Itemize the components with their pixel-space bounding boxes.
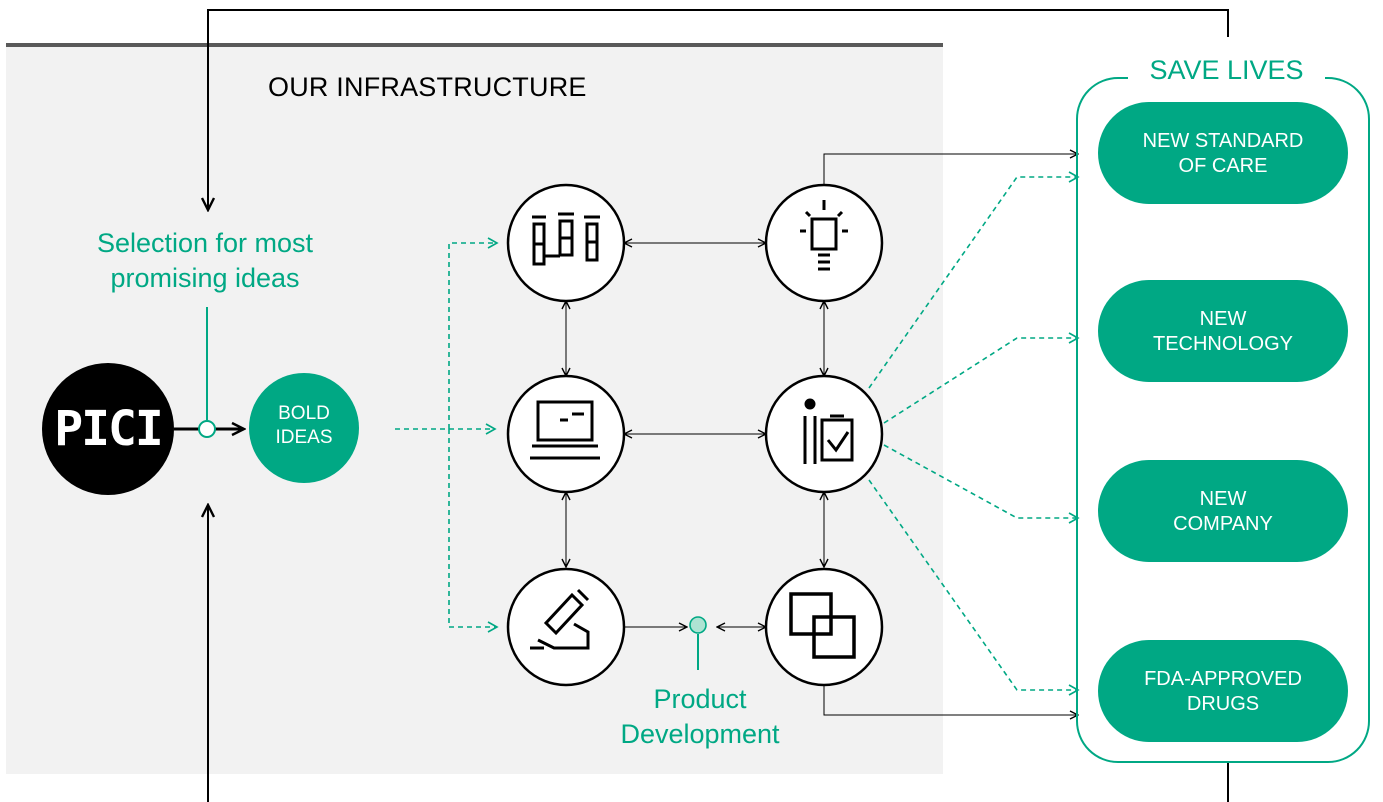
node-test-tubes (506, 183, 626, 303)
node-lightbulb (764, 183, 884, 303)
outcome-line1: NEW (1199, 488, 1247, 510)
node-computer (506, 374, 626, 494)
save-lives-label-box: SAVE LIVES (1128, 37, 1325, 87)
squares-to-fda-drugs (823, 685, 1078, 715)
node-microscope (506, 567, 626, 687)
product-development-node (689, 616, 707, 634)
overlapping-squares-icon (789, 592, 856, 659)
selection-label-line2: promising ideas (110, 263, 300, 293)
outcome-new-company: NEW COMPANY (1098, 460, 1348, 562)
selection-label-line1: Selection for most (96, 228, 314, 258)
node-overlapping-squares (764, 567, 884, 687)
outcome-new-standard-of-care: NEW STANDARD OF CARE (1098, 102, 1348, 204)
clipboard-to-technology (883, 332, 1080, 424)
feedback-loop-top (208, 9, 1229, 210)
save-lives-label: SAVE LIVES (1149, 55, 1304, 85)
outcome-fda-approved-drugs: FDA-APPROVED DRUGS (1098, 640, 1348, 742)
node-person-clipboard (764, 374, 884, 494)
lightbulb-icon (800, 200, 848, 271)
branch-to-microscope (448, 429, 499, 633)
product-development-line2: Development (620, 719, 780, 749)
outcome-line1: FDA-APPROVED (1144, 668, 1302, 690)
product-development-line1: Product (653, 684, 747, 714)
person-clipboard-icon (803, 398, 854, 464)
microscope-icon (530, 588, 590, 650)
selection-node (198, 420, 216, 438)
diagram-title: OUR INFRASTRUCTURE (268, 72, 587, 102)
clipboard-to-fda-drugs (868, 479, 1080, 696)
lightbulb-to-standard-of-care (823, 154, 1078, 185)
pici-logo-text: PICI (54, 401, 164, 457)
outcome-line1: NEW STANDARD (1142, 130, 1304, 152)
computer-icon (530, 400, 600, 460)
test-tubes-icon (532, 212, 600, 266)
clipboard-to-standard-of-care (868, 171, 1080, 389)
outcome-line2: DRUGS (1186, 693, 1260, 715)
bold-ideas-line2: IDEAS (275, 427, 333, 448)
pici-logo: PICI (42, 363, 174, 495)
outcome-line2: OF CARE (1178, 155, 1268, 177)
outcome-new-technology: NEW TECHNOLOGY (1098, 280, 1348, 382)
outcome-line2: TECHNOLOGY (1152, 333, 1294, 355)
clipboard-to-company (883, 444, 1080, 524)
bold-ideas-node: BOLD IDEAS (249, 373, 359, 483)
branch-to-testtubes (448, 237, 499, 429)
bold-ideas-line1: BOLD (278, 403, 330, 424)
outcome-line2: COMPANY (1173, 513, 1273, 535)
outcome-line1: NEW (1199, 308, 1247, 330)
panel-top-rule (6, 43, 943, 47)
